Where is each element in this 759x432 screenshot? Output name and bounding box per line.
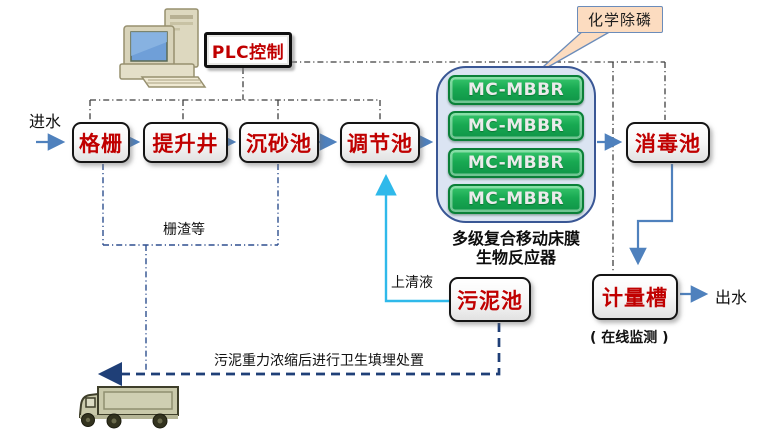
effluent-label: 出水 <box>715 288 748 307</box>
computer-icon <box>119 8 207 88</box>
sludge-disposal-line <box>97 323 501 387</box>
mbbr-unit: MC-MBBR <box>448 147 584 178</box>
chemical-p-removal-callout: 化学除磷 <box>577 6 663 33</box>
residue-lines <box>102 164 279 371</box>
mbbr-caption: 多级复合移动床膜 生物反应器 <box>436 229 596 267</box>
mbbr-unit: MC-MBBR <box>448 111 584 142</box>
mbbr-unit: MC-MBBR <box>448 75 584 105</box>
node-grit-chamber: 沉砂池 <box>239 122 319 163</box>
node-metering-tank: 计量槽 <box>592 274 678 320</box>
node-screen: 格栅 <box>72 122 130 163</box>
sludge-disposal-label: 污泥重力浓缩后进行卫生填埋处置 <box>214 353 424 369</box>
mbbr-caption-line2: 生物反应器 <box>475 248 556 267</box>
influent-label: 进水 <box>29 112 62 131</box>
node-regulating-tank: 调节池 <box>340 122 420 163</box>
node-sludge-tank: 污泥池 <box>449 277 531 322</box>
flow-arrows <box>36 133 709 303</box>
node-disinfection-tank: 消毒池 <box>626 122 710 163</box>
screen-residue-label: 栅渣等 <box>163 222 205 238</box>
mbbr-reactor-container: MC-MBBR MC-MBBR MC-MBBR MC-MBBR <box>436 66 596 223</box>
mbbr-unit: MC-MBBR <box>448 183 584 214</box>
plc-control-box: PLC控制 <box>204 32 292 68</box>
supernatant-line <box>375 174 449 303</box>
node-lift-well: 提升井 <box>143 122 228 163</box>
plc-control-lines <box>89 61 666 271</box>
online-monitoring-label: ( 在线监测 ) <box>590 330 669 346</box>
supernatant-label: 上清液 <box>391 275 433 291</box>
mbbr-caption-line1: 多级复合移动床膜 <box>451 229 580 248</box>
truck-icon <box>79 386 179 429</box>
